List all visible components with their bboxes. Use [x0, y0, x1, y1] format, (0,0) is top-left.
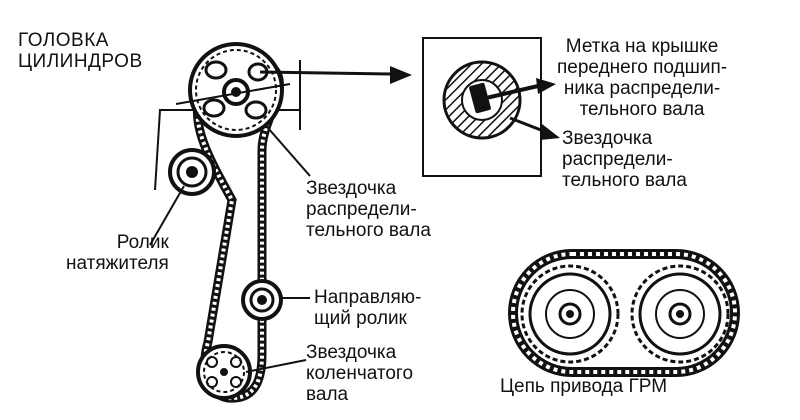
label-camshaft-sprocket: Звездочка распредели- тельного вала [306, 178, 431, 241]
label-crankshaft-sprocket: Звездочка коленчатого вала [306, 342, 414, 405]
detail-arrow [259, 66, 412, 84]
tensioner-roller-graphic [168, 148, 216, 196]
label-camshaft-sprocket-detail: Звездочка распредели- тельного вала [562, 128, 687, 191]
camshaft-sprocket-graphic [188, 42, 284, 138]
label-bearing-cover-mark: Метка на крышке переднего подшип- ника р… [557, 36, 728, 120]
camshaft-mark-line [175, 83, 291, 105]
label-tensioner-roller: Ролик натяжителя [66, 232, 169, 274]
label-timing-chain: Цепь привода ГРМ [500, 376, 668, 397]
guide-roller-graphic [241, 279, 283, 321]
timing-chain-graphic [508, 249, 740, 377]
label-guide-roller: Направляю- щий ролик [314, 287, 422, 329]
crankshaft-sprocket-graphic [196, 344, 252, 400]
label-cylinder-head: ГОЛОВКА ЦИЛИНДРОВ [18, 30, 143, 72]
camshaft-detail-box [422, 37, 560, 177]
leader-lines [149, 127, 311, 373]
